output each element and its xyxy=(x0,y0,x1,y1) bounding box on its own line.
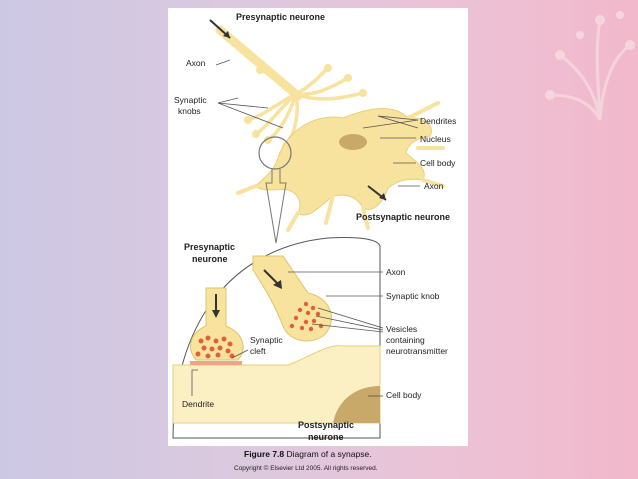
label-presynaptic-1: Presynaptic xyxy=(184,242,236,252)
label-synaptic-cleft-1: Synaptic xyxy=(250,335,283,345)
label-vesicles-1: Vesicles xyxy=(386,324,418,334)
figure-number: Figure 7.8 xyxy=(244,449,285,459)
label-nucleus: Nucleus xyxy=(420,134,451,144)
detail-view xyxy=(172,237,384,439)
title-postsynaptic: Postsynaptic neurone xyxy=(356,212,451,222)
leader-lines-detail xyxy=(191,271,384,397)
label-cell-body: Cell body xyxy=(420,158,456,168)
copyright-notice: Copyright © Elsevier Ltd 2005. All right… xyxy=(234,465,378,472)
label-axon: Axon xyxy=(186,58,206,68)
figure-caption-text: Diagram of a synapse. xyxy=(286,449,372,459)
label-detail-axon: Axon xyxy=(386,267,406,277)
leader-lines-top xyxy=(215,59,420,187)
figure-caption: Figure 7.8 Diagram of a synapse. xyxy=(244,449,372,459)
label-vesicles-3: neurotransmitter xyxy=(386,346,448,356)
axon-branches xyxy=(246,66,365,148)
nucleus xyxy=(339,134,367,150)
label-presynaptic-2: neurone xyxy=(192,254,228,264)
label-axon-right: Axon xyxy=(424,181,444,191)
dendrites-top xyxy=(236,101,445,232)
decorative-flower xyxy=(545,11,635,121)
vesicles xyxy=(195,301,324,359)
label-dendrite: Dendrite xyxy=(182,399,215,409)
figure-panel: Presynaptic neurone Axon Synaptic knobs … xyxy=(168,8,468,446)
synaptic-cleft xyxy=(190,361,242,365)
postsynaptic-body xyxy=(172,345,381,424)
cell-body-top xyxy=(255,108,432,216)
label-dendrites: Dendrites xyxy=(420,116,457,126)
neuron-top xyxy=(209,19,445,244)
magnifier-circle xyxy=(258,136,292,170)
label-vesicles-2: containing xyxy=(386,335,425,345)
label-detail-cell-body: Cell body xyxy=(386,390,422,400)
label-postsynaptic-1: Postsynaptic xyxy=(298,420,355,430)
label-synaptic-knob: Synaptic knob xyxy=(386,291,440,301)
title-presynaptic: Presynaptic neurone xyxy=(236,12,326,22)
synapse-diagram xyxy=(172,19,445,439)
label-synaptic-cleft-2: cleft xyxy=(250,346,266,356)
label-postsynaptic-2: neurone xyxy=(308,432,344,442)
label-synaptic-knobs-2: knobs xyxy=(178,106,201,116)
label-synaptic-knobs-1: Synaptic xyxy=(174,95,207,105)
